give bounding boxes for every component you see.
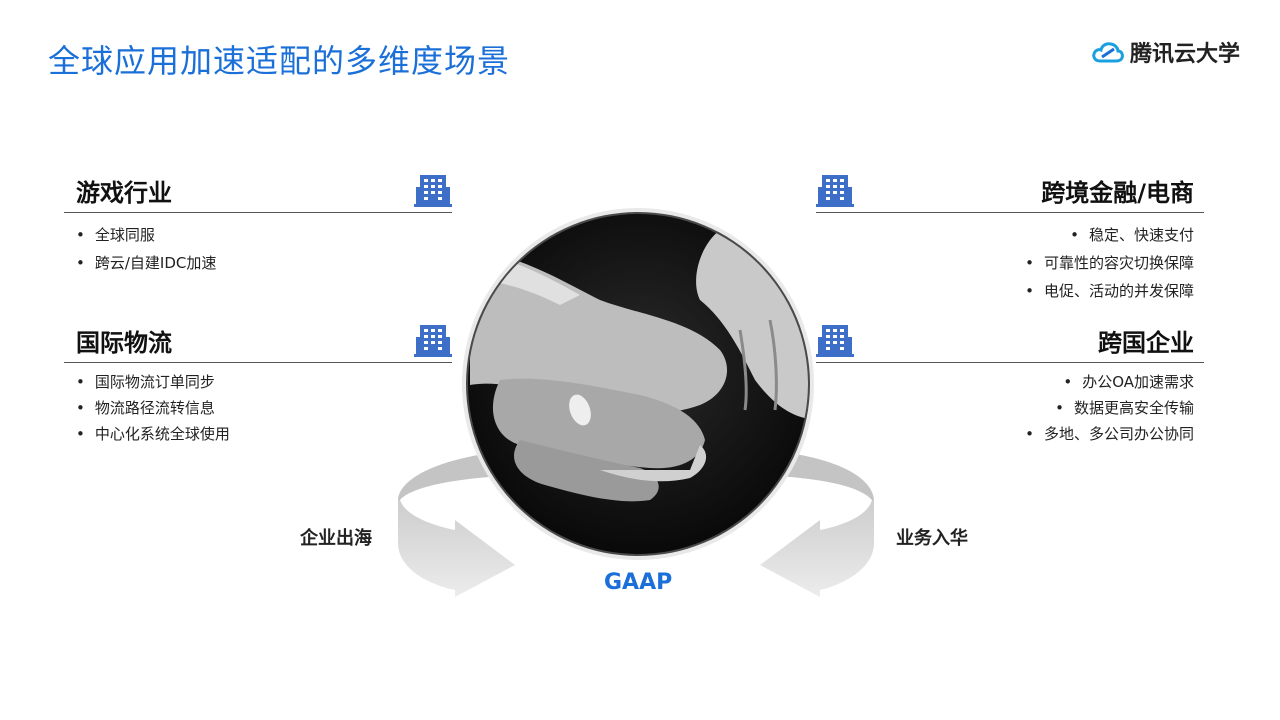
section-header: 跨国企业: [816, 318, 1204, 363]
inbound-label: 业务入华: [896, 528, 968, 549]
section-header: 游戏行业: [64, 168, 452, 213]
section-title: 跨国企业: [1098, 329, 1194, 357]
list-item: 中心化系统全球使用: [64, 421, 452, 447]
list-item: 电促、活动的并发保障: [816, 277, 1194, 305]
handshake-photo: [462, 208, 814, 560]
building-icon: [816, 325, 854, 357]
list-item: 可靠性的容灾切换保障: [816, 249, 1194, 277]
section-title: 国际物流: [76, 329, 172, 357]
page-title: 全球应用加速适配的多维度场景: [48, 42, 511, 80]
center-label: GAAP: [604, 570, 673, 595]
building-icon: [414, 175, 452, 207]
list-item: 多地、多公司办公协同: [816, 421, 1194, 447]
section-title: 游戏行业: [76, 179, 172, 207]
logo-text: 腾讯云大学: [1129, 42, 1240, 67]
list-item: 国际物流订单同步: [64, 369, 452, 395]
section-list: 办公OA加速需求 数据更高安全传输 多地、多公司办公协同: [816, 369, 1204, 447]
list-item: 跨云/自建IDC加速: [64, 249, 452, 277]
cloud-icon: [1092, 42, 1124, 63]
section-list: 全球同服 跨云/自建IDC加速: [64, 221, 452, 277]
list-item: 办公OA加速需求: [816, 369, 1194, 395]
list-item: 数据更高安全传输: [816, 395, 1194, 421]
section-title: 跨境金融/电商: [1041, 179, 1194, 207]
section-list: 稳定、快速支付 可靠性的容灾切换保障 电促、活动的并发保障: [816, 221, 1204, 305]
section-enterprise: 跨国企业 办公OA加速需求 数据更高安全传输 多地、多公司办公协同: [816, 318, 1204, 447]
list-item: 全球同服: [64, 221, 452, 249]
building-icon: [414, 325, 452, 357]
building-icon: [816, 175, 854, 207]
section-logistics: 国际物流 国际物流订单同步 物流路径流转信息 中心化系统全球使用: [64, 318, 452, 447]
section-header: 跨境金融/电商: [816, 168, 1204, 213]
section-finance: 跨境金融/电商 稳定、快速支付 可靠性的容灾切换保障 电促、活动的并发保障: [816, 168, 1204, 305]
section-list: 国际物流订单同步 物流路径流转信息 中心化系统全球使用: [64, 369, 452, 447]
list-item: 物流路径流转信息: [64, 395, 452, 421]
section-header: 国际物流: [64, 318, 452, 363]
outbound-label: 企业出海: [300, 528, 372, 549]
section-game: 游戏行业 全球同服 跨云/自建IDC加速: [64, 168, 452, 277]
brand-logo: 腾讯云大学: [1092, 36, 1240, 68]
list-item: 稳定、快速支付: [816, 221, 1194, 249]
